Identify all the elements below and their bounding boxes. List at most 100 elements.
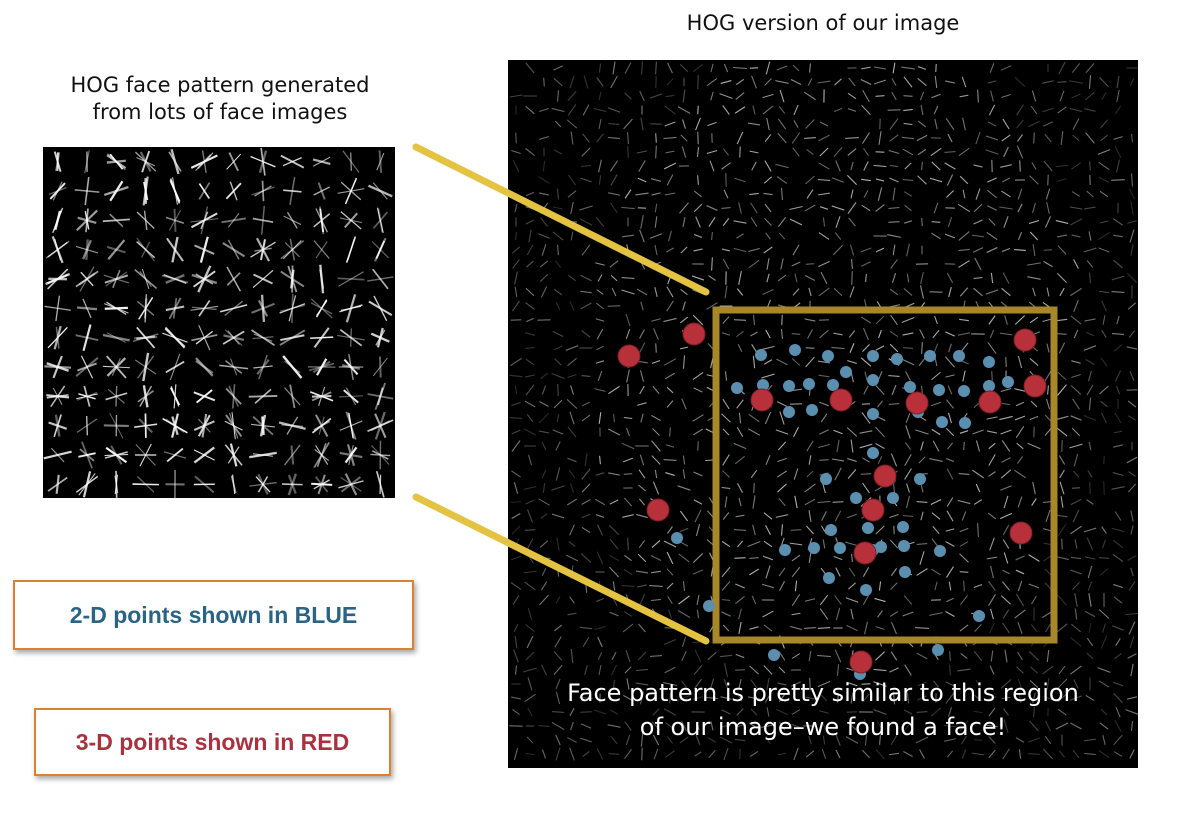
hog-stroke xyxy=(934,75,938,89)
hog-stroke xyxy=(945,692,955,704)
hog-cell xyxy=(165,297,185,320)
hog-stroke xyxy=(820,694,828,702)
hog-cell xyxy=(76,385,98,407)
hog-stroke xyxy=(612,581,616,591)
hog-cell xyxy=(134,352,157,382)
hog-stroke xyxy=(733,220,747,224)
hog-stroke xyxy=(681,650,687,662)
hog-stroke xyxy=(623,569,633,575)
hog-stroke xyxy=(778,567,786,577)
hog-stroke xyxy=(1072,134,1080,142)
hog-stroke xyxy=(1001,696,1011,700)
hog-stroke xyxy=(1085,694,1095,702)
hog-stroke xyxy=(597,636,603,648)
hog-stroke xyxy=(595,262,605,266)
hog-stroke xyxy=(945,610,955,618)
hog-stroke xyxy=(1017,679,1023,689)
hog-stroke xyxy=(695,117,701,131)
hog-stroke xyxy=(764,203,772,213)
hog-stroke xyxy=(1114,511,1122,521)
hog-stroke xyxy=(1130,133,1134,143)
hog-stroke xyxy=(949,651,951,661)
hog-stroke xyxy=(1085,91,1095,101)
hog-stroke xyxy=(1002,569,1010,575)
hog-stroke xyxy=(1073,329,1079,339)
hog-stroke xyxy=(957,499,971,505)
hog-stroke xyxy=(624,189,632,199)
hog-stroke xyxy=(1001,581,1011,591)
hog-stroke xyxy=(847,469,857,479)
hog-stroke xyxy=(637,584,647,588)
hog-stroke xyxy=(777,752,787,756)
hog-stroke xyxy=(721,611,731,617)
hog-stroke xyxy=(891,621,897,635)
hog-cell xyxy=(311,414,332,438)
hog-stroke xyxy=(776,176,788,184)
hog-stroke xyxy=(960,653,968,659)
hog-stroke xyxy=(526,736,534,744)
hog-stroke xyxy=(524,693,536,703)
hog-stroke xyxy=(679,64,689,72)
hog-stroke xyxy=(875,95,885,97)
hog-stroke xyxy=(623,457,633,463)
hog-stroke xyxy=(709,160,715,172)
hog-stroke xyxy=(875,345,885,351)
hog-stroke xyxy=(1047,174,1049,186)
hog-stroke xyxy=(595,472,605,476)
hog-stroke xyxy=(723,747,729,761)
hog-stroke xyxy=(889,118,899,130)
hog-stroke xyxy=(597,651,603,661)
hog-stroke xyxy=(847,175,857,185)
hog-stroke xyxy=(736,482,744,494)
hog-stroke xyxy=(694,751,702,757)
hog-stroke xyxy=(666,568,674,576)
hog-stroke xyxy=(1098,750,1110,758)
hog-stroke xyxy=(736,330,744,338)
hog-stroke xyxy=(791,554,801,562)
hog-stroke xyxy=(847,148,857,156)
hog-stroke xyxy=(593,709,607,715)
hog-stroke xyxy=(817,680,831,688)
hog-cell xyxy=(102,213,130,228)
hog-stroke xyxy=(1113,596,1123,604)
hog-stroke xyxy=(973,499,983,505)
hog-stroke xyxy=(946,497,954,507)
hog-stroke xyxy=(569,707,575,717)
hog-stroke xyxy=(986,416,998,420)
hog-stroke xyxy=(776,708,788,716)
hog-stroke xyxy=(580,723,592,729)
hog-stroke xyxy=(651,540,661,548)
hog-cell xyxy=(284,384,301,409)
hog-stroke xyxy=(1128,471,1136,477)
hog-stroke xyxy=(804,498,816,506)
hog-stroke xyxy=(1028,554,1040,562)
hog-stroke xyxy=(538,233,550,239)
hog-stroke xyxy=(540,372,548,380)
hog-image-caption: HOG version of our image xyxy=(686,11,960,35)
hog-stroke xyxy=(1059,287,1065,297)
hog-stroke xyxy=(752,355,756,369)
hog-stroke xyxy=(889,164,899,168)
hog-cell xyxy=(309,386,334,406)
hog-stroke xyxy=(1098,609,1110,619)
hog-stroke xyxy=(901,136,915,140)
hog-stroke xyxy=(875,426,885,438)
hog-stroke xyxy=(1046,343,1050,353)
hog-stroke xyxy=(809,677,811,691)
hog-stroke xyxy=(777,274,787,282)
hog-stroke xyxy=(990,272,994,284)
hog-stroke xyxy=(1057,272,1067,284)
hog-stroke xyxy=(598,119,602,129)
hog-stroke xyxy=(985,289,999,295)
blue-2d-point xyxy=(887,492,899,504)
hog-stroke xyxy=(637,651,647,661)
hog-cell xyxy=(248,451,278,459)
hog-stroke xyxy=(1044,369,1052,383)
hog-stroke xyxy=(565,345,579,351)
hog-stroke xyxy=(1059,90,1065,102)
hog-stroke xyxy=(595,217,605,227)
hog-stroke xyxy=(1043,695,1053,701)
hog-stroke xyxy=(821,748,827,760)
hog-stroke xyxy=(706,78,718,86)
hog-stroke xyxy=(624,62,632,74)
